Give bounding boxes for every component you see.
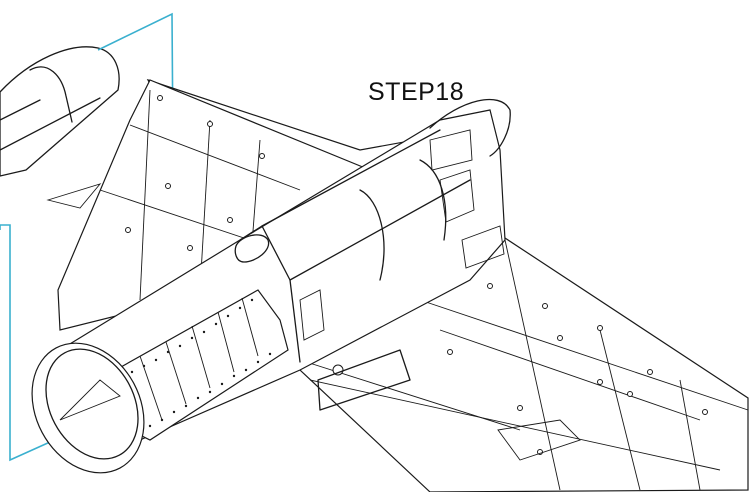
nose-cone [429, 98, 511, 157]
exhaust-nozzle [31, 342, 145, 474]
detached-part [0, 46, 120, 177]
wing-fairing [497, 419, 581, 461]
step-title: STEP18 [368, 78, 465, 106]
